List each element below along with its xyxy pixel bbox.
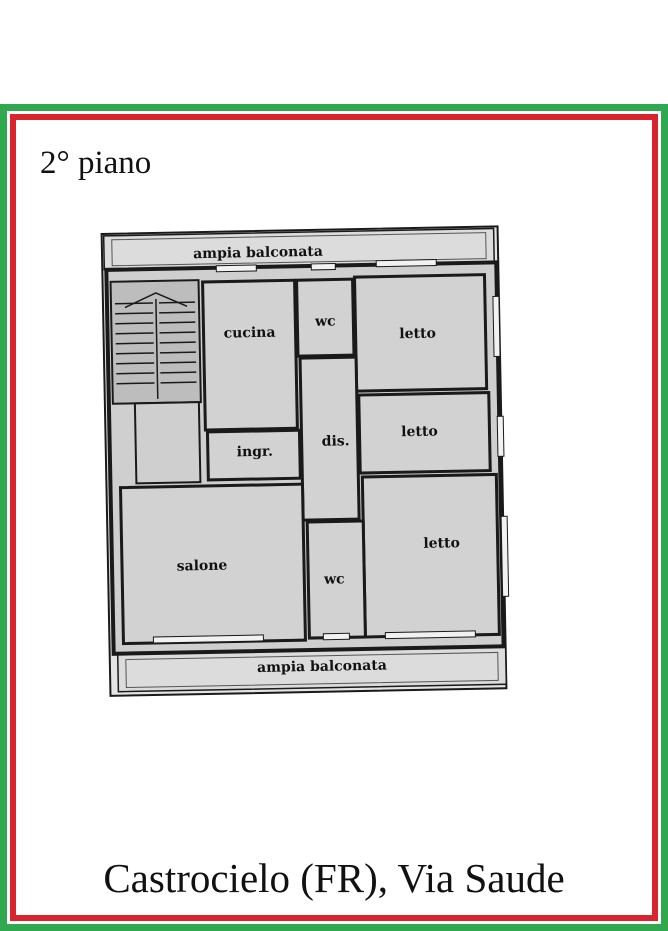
balcony-bottom-railing	[125, 651, 499, 689]
label-bedroom-2: letto	[401, 424, 438, 441]
label-wc-top: wc	[314, 313, 336, 329]
room-wc-top	[295, 277, 356, 358]
room-kitchen	[201, 278, 299, 432]
window-marks	[152, 259, 510, 644]
room-hallway	[298, 355, 361, 522]
label-balcony-top: ampia balconata	[193, 244, 323, 262]
label-living: salone	[177, 558, 228, 575]
room-bedroom-3	[360, 472, 501, 639]
floor-label: 2° piano	[40, 145, 152, 181]
room-entrance	[205, 428, 302, 482]
label-balcony-bottom: ampia balconata	[257, 658, 387, 676]
label-entrance: ingr.	[237, 444, 274, 461]
landing	[133, 401, 202, 485]
label-wc-bottom: wc	[323, 571, 345, 587]
inner-frame-red	[10, 114, 658, 921]
label-bedroom-3: letto	[423, 535, 460, 552]
address-caption: Castrocielo (FR), Via Saude	[103, 855, 565, 901]
label-kitchen: cucina	[224, 325, 276, 342]
room-bedroom-1	[352, 273, 489, 393]
balcony-top-railing	[111, 232, 487, 267]
label-hallway: dis.	[322, 433, 350, 450]
room-bedroom-2	[357, 391, 492, 475]
label-bedroom-1: letto	[399, 326, 436, 343]
outer-frame-green	[0, 104, 668, 931]
stair-steps	[114, 292, 197, 399]
